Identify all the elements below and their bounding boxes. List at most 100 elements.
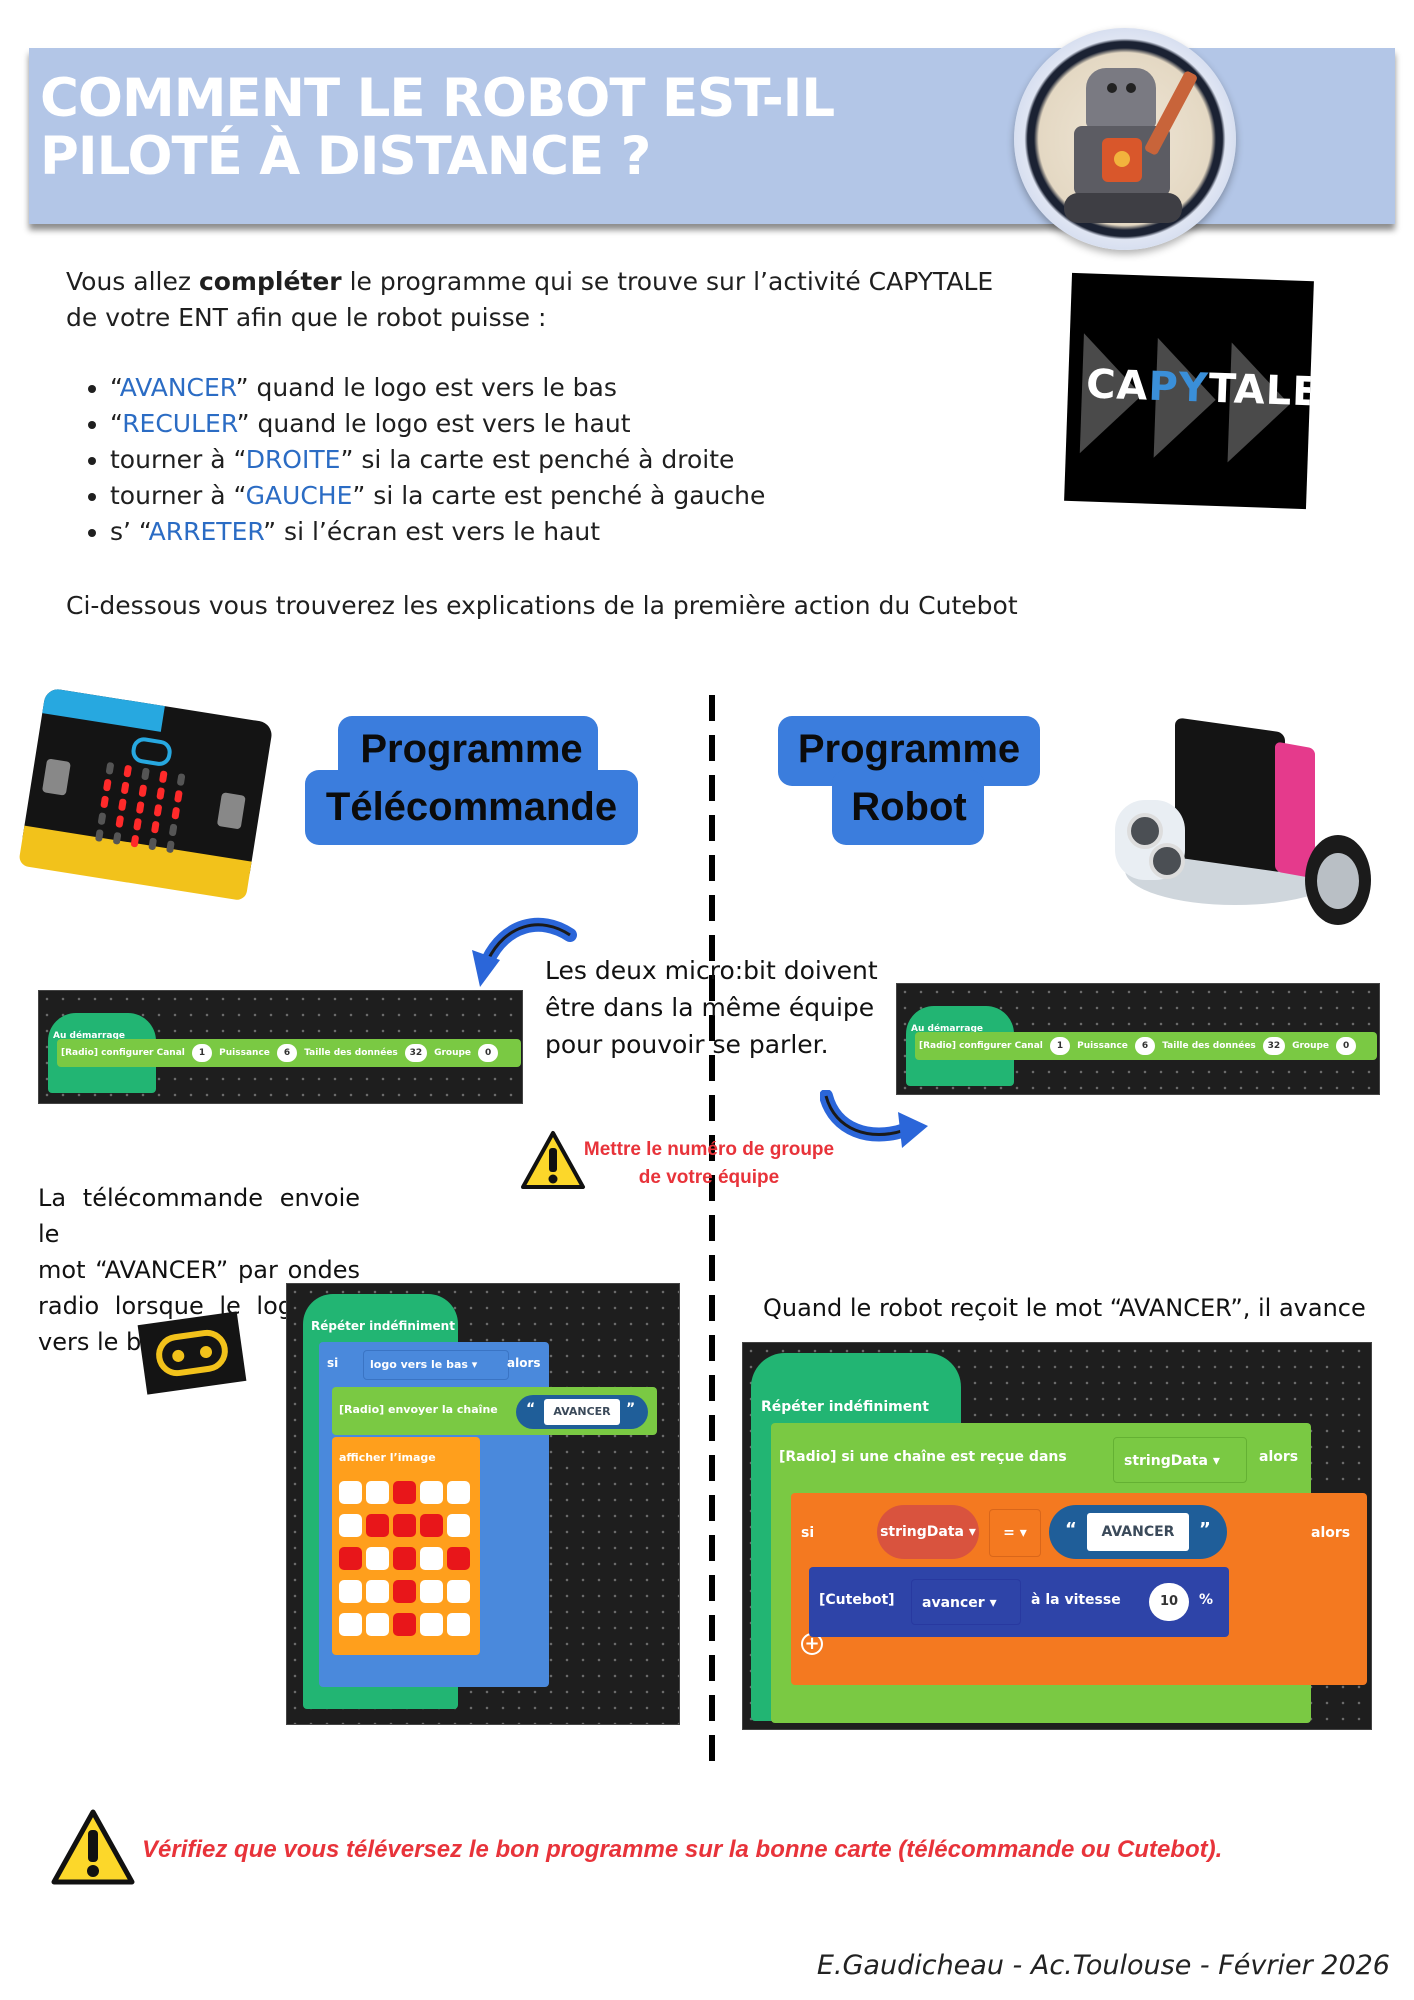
direction-dropdown[interactable]: avancer ▾	[911, 1579, 1021, 1625]
board-led	[112, 831, 122, 845]
canal-input[interactable]: 1	[1050, 1037, 1071, 1055]
groupe-input[interactable]: 0	[478, 1044, 499, 1062]
led-cell-on[interactable]	[339, 1547, 362, 1570]
dropdown-caret-icon: ▾	[989, 1595, 997, 1611]
led-cell-off[interactable]	[366, 1481, 389, 1504]
groupe-label: Groupe	[434, 1048, 472, 1058]
board-led	[130, 834, 140, 848]
led-cell-on[interactable]	[393, 1481, 416, 1504]
bullet-text: ” si l’écran est vers le haut	[263, 517, 601, 546]
led-cell-off[interactable]	[420, 1613, 443, 1636]
string-literal[interactable]: “ AVANCER ”	[1049, 1505, 1227, 1559]
led-cell-on[interactable]	[393, 1613, 416, 1636]
bullet-keyword: DROITE	[245, 445, 341, 474]
title-line-1: COMMENT LE ROBOT EST-IL	[40, 68, 835, 129]
microbit-board-icon	[17, 687, 284, 912]
group-warning-text: Mettre le numéro de groupe de votre équi…	[578, 1136, 840, 1192]
radio-config-label: [Radio] configurer Canal	[61, 1048, 185, 1058]
taille-input[interactable]: 32	[404, 1044, 427, 1062]
logo-condition-dropdown[interactable]: logo vers le bas ▾	[363, 1350, 509, 1380]
taille-input[interactable]: 32	[1262, 1037, 1285, 1055]
bullet-text: s’ “	[110, 517, 149, 546]
compare-variable-dropdown[interactable]: stringData ▾	[877, 1505, 979, 1559]
note-line: être dans la même équipe	[545, 993, 875, 1022]
board-led	[174, 789, 183, 803]
open-quote-icon: “	[526, 1401, 536, 1417]
led-cell-off[interactable]	[366, 1580, 389, 1603]
radio-send-string-block[interactable]: [Radio] envoyer la chaîne “ AVANCER ”	[332, 1387, 657, 1435]
microbit-on-robot	[1175, 717, 1285, 873]
canal-input[interactable]: 1	[192, 1044, 213, 1062]
led-cell-on[interactable]	[420, 1514, 443, 1537]
led-cell-off[interactable]	[339, 1580, 362, 1603]
curved-arrow-left-icon	[472, 917, 577, 987]
title-tab-bottom	[305, 770, 638, 845]
cutebot-robot-icon	[1105, 715, 1385, 940]
led-cell-on[interactable]	[393, 1580, 416, 1603]
robot-treads	[1064, 193, 1182, 223]
show-image-block[interactable]: afficher l’image	[332, 1437, 480, 1655]
intro-paragraph-2: Ci-dessous vous trouverez les explicatio…	[66, 591, 1018, 620]
led-cell-off[interactable]	[339, 1481, 362, 1504]
operator-dropdown[interactable]: = ▾	[989, 1509, 1041, 1557]
forever-label: Répéter indéfiniment	[311, 1319, 455, 1333]
robot-explanation: Quand le robot reçoit le mot “AVANCER”, …	[763, 1294, 1366, 1322]
robot-program-editor: Répéter indéfiniment [Radio] si une chaî…	[742, 1342, 1372, 1730]
board-led	[156, 787, 166, 801]
curved-arrow-right-icon	[820, 1090, 928, 1148]
board-led	[123, 764, 133, 778]
string-value-input[interactable]: AVANCER	[544, 1399, 620, 1425]
groupe-input[interactable]: 0	[1336, 1037, 1357, 1055]
steampunk-robot-icon	[1014, 28, 1236, 250]
speed-input[interactable]: 10	[1149, 1583, 1189, 1621]
led-cell-off[interactable]	[447, 1580, 470, 1603]
led-cell-off[interactable]	[339, 1613, 362, 1636]
title-tab-bottom	[832, 770, 984, 845]
remote-program-title: Programme Télécommande	[300, 720, 643, 836]
explain-line: mot “AVANCER” par ondes	[38, 1256, 360, 1284]
title-line-2: PILOTÉ À DISTANCE ?	[40, 126, 651, 187]
intro-bold: compléter	[198, 267, 342, 296]
led-cell-on[interactable]	[447, 1547, 470, 1570]
dashed-divider	[709, 695, 715, 1775]
radio-config-block[interactable]: [Radio] configurer Canal 1 Puissance 6 T…	[57, 1039, 521, 1067]
led-cell-off[interactable]	[447, 1514, 470, 1537]
board-led	[168, 823, 178, 837]
variable-dropdown[interactable]: stringData ▾	[1113, 1437, 1247, 1483]
direction-label: avancer	[922, 1595, 985, 1611]
string-literal[interactable]: “ AVANCER ”	[516, 1395, 648, 1429]
led-cell-off[interactable]	[339, 1514, 362, 1537]
led-cell-off[interactable]	[366, 1613, 389, 1636]
led-cell-off[interactable]	[447, 1481, 470, 1504]
board-led	[138, 784, 148, 798]
percent-label: %	[1199, 1592, 1214, 1608]
open-quote-icon: “	[1065, 1519, 1077, 1540]
board-led	[105, 761, 115, 775]
speed-label: à la vitesse	[1031, 1592, 1121, 1608]
string-value-input[interactable]: AVANCER	[1087, 1513, 1189, 1551]
puissance-input[interactable]: 6	[277, 1044, 298, 1062]
board-led	[97, 812, 107, 826]
cutebot-move-block[interactable]: [Cutebot] avancer ▾ à la vitesse 10 %	[809, 1567, 1229, 1637]
led-cell-on[interactable]	[393, 1514, 416, 1537]
same-group-note: Les deux micro:bit doivent être dans la …	[545, 952, 878, 1063]
radio-config-block[interactable]: [Radio] configurer Canal 1 Puissance 6 T…	[915, 1032, 1377, 1060]
led-cell-on[interactable]	[366, 1514, 389, 1537]
led-cell-off[interactable]	[420, 1481, 443, 1504]
led-cell-off[interactable]	[366, 1547, 389, 1570]
bullet-text: tourner à “	[110, 445, 246, 474]
dropdown-caret-icon: ▾	[968, 1524, 976, 1540]
led-cell-off[interactable]	[420, 1547, 443, 1570]
board-led	[158, 770, 168, 784]
led-cell-off[interactable]	[420, 1580, 443, 1603]
remote-program-editor: Répéter indéfiniment si logo vers le bas…	[286, 1283, 680, 1725]
board-led	[118, 798, 127, 812]
puissance-input[interactable]: 6	[1135, 1037, 1156, 1055]
led-cell-off[interactable]	[447, 1613, 470, 1636]
led-cell-on[interactable]	[393, 1547, 416, 1570]
taille-label: Taille des données	[1162, 1041, 1256, 1051]
action-bullet: tourner à “DROITE” si la carte est pench…	[110, 442, 1026, 478]
close-quote-icon: ”	[626, 1401, 636, 1417]
robot-eye-left	[1107, 83, 1117, 93]
intro-text: Vous allez	[66, 267, 199, 296]
